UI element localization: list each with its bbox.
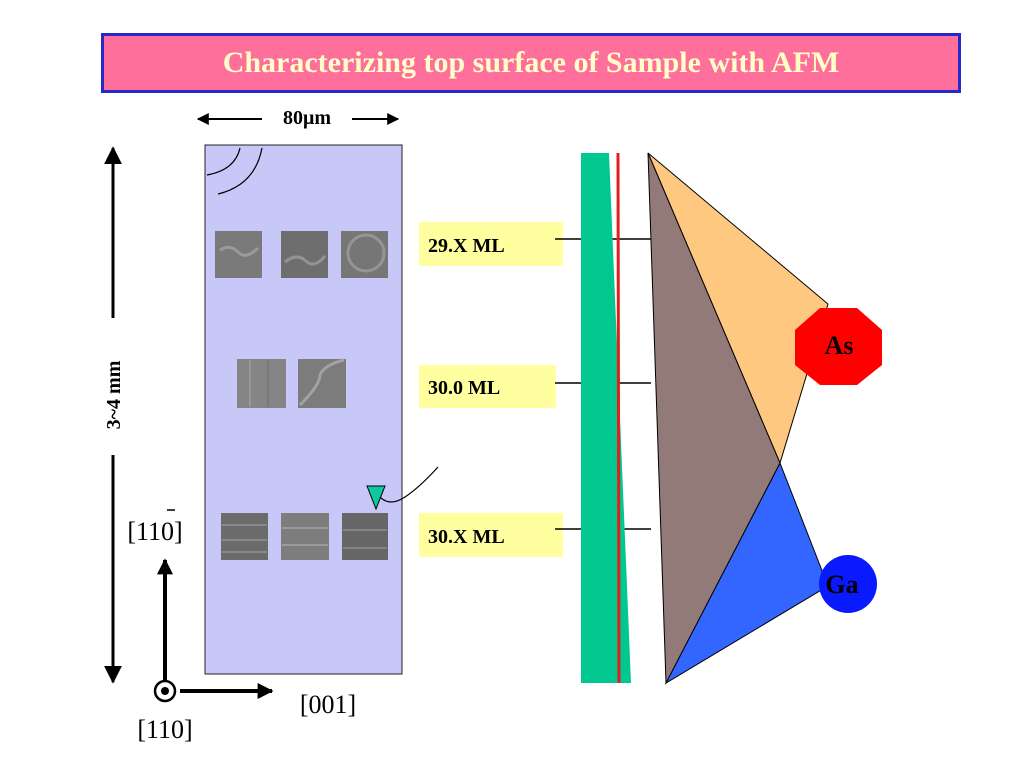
afm-images-row-1: [215, 231, 388, 278]
label-box: [419, 513, 563, 557]
ga-element: Ga: [819, 555, 877, 613]
height-label: 3~4 mm: [103, 360, 125, 429]
thickness-label-3: 30.X ML: [428, 526, 505, 548]
out-of-plane-dot: [161, 687, 169, 695]
afm-tip-marker: [366, 466, 439, 511]
direction-horizontal: [001]: [180, 683, 356, 719]
as-element: As: [795, 308, 882, 385]
afm-image: [215, 231, 262, 278]
thickness-labels: 29.X ML 30.0 ML 30.X ML: [419, 222, 651, 557]
height-dimension: 3~4 mm: [103, 146, 125, 684]
slide-title: Characterizing top surface of Sample wit…: [222, 46, 840, 79]
thickness-label-2: 30.0 ML: [428, 377, 500, 399]
afm-image: [281, 513, 329, 560]
composition-triangles: [647, 152, 829, 685]
width-dimension: 80μm: [196, 107, 400, 129]
green-layer: [581, 153, 631, 683]
sample-rectangle: [204, 144, 403, 675]
width-label: 80μm: [283, 107, 331, 129]
label-box: [419, 222, 563, 266]
label-box: [419, 365, 556, 408]
as-label: As: [825, 331, 854, 360]
afm-image: [342, 513, 388, 560]
afm-images-row-3: [221, 513, 388, 560]
afm-image: [237, 359, 286, 408]
ga-label: Ga: [825, 570, 858, 599]
horizontal-direction-label: [001]: [300, 690, 356, 719]
direction-out-of-plane: [110]: [137, 679, 193, 744]
sample-scratch-2: [217, 147, 263, 195]
title-banner: Characterizing top surface of Sample wit…: [101, 33, 961, 93]
as-circle: [795, 308, 882, 385]
vertical-direction-label: [110]: [127, 517, 182, 546]
sample-scratch-1: [206, 147, 241, 176]
afm-image: [281, 231, 328, 278]
direction-vertical: [110]: [127, 509, 183, 680]
red-interface-line: [616, 152, 621, 684]
out-of-plane-label: [110]: [137, 715, 192, 744]
tip-leader-line: [379, 466, 439, 503]
brown-triangle: [647, 152, 781, 685]
ga-circle: [819, 555, 877, 613]
thickness-label-1: 29.X ML: [428, 235, 505, 257]
afm-images-row-2: [237, 358, 346, 408]
